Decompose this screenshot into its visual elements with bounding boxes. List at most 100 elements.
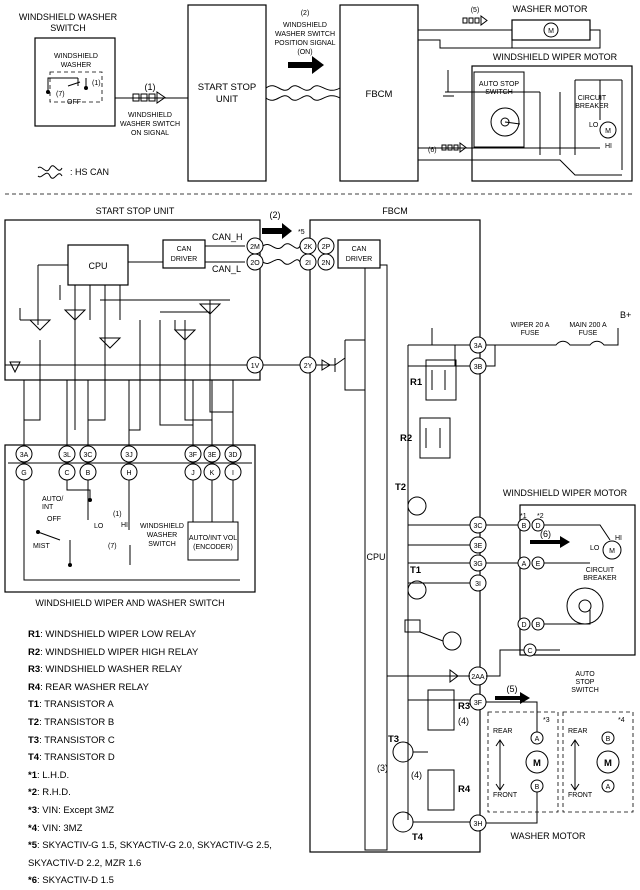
wm-auto-stop-1: AUTO [575, 671, 595, 678]
top-sig2-l4: (ON) [297, 49, 312, 56]
top-hs-can-legend: : HS CAN [37, 165, 109, 179]
svg-text:M: M [609, 548, 615, 555]
ssu-can-driver-1: CAN [177, 246, 192, 253]
t1-label: T1 [410, 565, 422, 576]
power-feed: WIPER 20 A FUSE MAIN 200 A FUSE B+ [486, 310, 631, 367]
sig4b-label: (4) [411, 770, 422, 780]
top-washer-inner-2: WASHER [61, 62, 91, 69]
legend-key: *2 [28, 787, 37, 799]
top-signal-1: (1) WINDSHIELD WASHER SWITCH ON SIGNAL [115, 82, 188, 137]
sw-auto-int-2: INT [42, 504, 54, 511]
legend-text: : VIN: 3MZ [36, 822, 83, 834]
sw-pin-3a: 3A [20, 452, 29, 459]
pin-3i-label: 3I [475, 581, 481, 588]
top-washer-switch: WINDSHIELD WASHER SWITCH WINDSHIELD WASH… [19, 12, 118, 127]
legend-key: *6 [28, 875, 37, 887]
sw-encoder-1: AUTO/INT VOL [189, 535, 237, 542]
wm-conn-d1: D [535, 523, 540, 530]
legend-text: : VIN: Except 3MZ [36, 804, 115, 816]
legend-row: *5: SKYACTIV-G 1.5, SKYACTIV-G 2.0, SKYA… [28, 837, 358, 855]
legend-key: T1 [28, 699, 40, 711]
sw-pin-h: H [126, 470, 131, 477]
sw-pin-3f: 3F [189, 452, 197, 459]
wm-conn-b1: B [522, 523, 527, 530]
legend-text: : WINDSHIELD WIPER HIGH RELAY [40, 646, 199, 658]
wash-front-2: FRONT [568, 792, 593, 799]
legend-row: *1: L.H.D. [28, 767, 358, 785]
sw-pin-k: K [210, 470, 215, 477]
legend-row: R2: WINDSHIELD WIPER HIGH RELAY [28, 644, 358, 662]
top-sig5-num: (5) [471, 7, 480, 14]
bottom-wiper-motor-title: WINDSHIELD WIPER MOTOR [503, 488, 628, 498]
legend-text: : REAR WASHER RELAY [40, 681, 149, 693]
top-auto-stop-1: AUTO STOP [479, 81, 520, 88]
r2-label: R2 [400, 433, 412, 444]
wm-auto-stop-2: STOP [576, 679, 595, 686]
top-sig2-l1: WINDSHIELD [283, 22, 327, 29]
legend-text: : TRANSISTOR B [39, 716, 115, 728]
main-fuse-1: MAIN 200 A [569, 322, 607, 329]
switch-bottom-pins: G C B H J K I [15, 463, 242, 481]
top-lo: LO [589, 122, 599, 129]
top-ssu-label-1: START STOP [198, 82, 256, 93]
legend-row: T4: TRANSISTOR D [28, 749, 358, 767]
r4-label: R4 [458, 784, 471, 795]
top-wiper-motor-title: WINDSHIELD WIPER MOTOR [493, 52, 618, 62]
legend-text: : SKYACTIV-G 1.5, SKYACTIV-G 2.0, SKYACT… [36, 840, 272, 852]
top-washer-switch-title-2: SWITCH [50, 23, 86, 33]
legend-row: *6: SKYACTIV-D 1.5 [28, 872, 358, 890]
wm-conn-b2: B [536, 622, 541, 629]
legend-row: R3: WINDSHIELD WASHER RELAY [28, 661, 358, 679]
pin-3a-label: 3A [474, 343, 483, 350]
wash-star3: *3 [543, 717, 550, 724]
sw-hi: HI [121, 522, 128, 529]
top-off-label: OFF [67, 99, 81, 106]
legend-key: R4 [28, 681, 41, 693]
sw-pin-3d: 3D [229, 452, 238, 459]
wash-b2: B [606, 736, 611, 743]
legend-text: : WINDSHIELD WIPER LOW RELAY [40, 629, 197, 640]
top-sig2-num: (2) [301, 10, 310, 17]
top-ssu-label-2: UNIT [216, 94, 238, 105]
legend-key: *4 [28, 822, 37, 834]
sw-pin-b: B [86, 470, 91, 477]
legend-text: : L.H.D. [36, 769, 70, 781]
wm-star2: *2 [537, 513, 544, 520]
top-sw-7: (7) [56, 91, 65, 98]
wm-sig6: (6) [540, 529, 551, 539]
legend-row: *3: VIN: Except 3MZ [28, 802, 358, 820]
legend-key: T2 [28, 716, 40, 728]
wiring-diagram: WINDSHIELD WASHER SWITCH WINDSHIELD WASH… [4, 4, 636, 853]
main-fuse-2: FUSE [579, 330, 598, 337]
svg-text:M: M [548, 28, 554, 35]
pin-2m-label: 2M [250, 244, 260, 251]
top-cb-1: CIRCUIT [578, 95, 607, 102]
wash-rear-1: REAR [493, 728, 512, 735]
top-washer-switch-title-1: WINDSHIELD WASHER [19, 12, 118, 22]
sw-washer-3: SWITCH [148, 541, 176, 548]
pin-2aa-label: 2AA [471, 674, 485, 681]
sw-pin-3e: 3E [208, 452, 217, 459]
wash-star4: *4 [618, 717, 625, 724]
top-sw-1: (1) [92, 80, 101, 87]
svg-text:M: M [605, 128, 611, 135]
legend-key: R1 [28, 629, 41, 640]
legend-key: T3 [28, 734, 40, 746]
wm-lo: LO [590, 545, 600, 552]
sw-7: (7) [108, 543, 117, 550]
sw-mist: MIST [33, 543, 50, 550]
legend-key: R2 [28, 646, 41, 658]
legend-row: *4: VIN: 3MZ [28, 820, 358, 838]
fbcm-can-driver-1: CAN [352, 246, 367, 253]
bottom-wiper-motor: WINDSHIELD WIPER MOTOR *1 *2 B D A E D B… [486, 488, 636, 694]
sw-pin-3c: 3C [84, 452, 93, 459]
legend-text: SKYACTIV-D 2.2, MZR 1.6 [28, 857, 142, 869]
top-start-stop-unit: START STOP UNIT [187, 4, 267, 182]
fbcm-can-driver-2: DRIVER [346, 256, 372, 263]
switch-title: WINDSHIELD WIPER AND WASHER SWITCH [35, 598, 224, 608]
wm-star1: *1 [520, 513, 527, 520]
wm-sig5: (5) [507, 684, 518, 694]
legend-row: T2: TRANSISTOR B [28, 714, 358, 732]
bplus-label: B+ [620, 310, 631, 320]
legend-text: : WINDSHIELD WASHER RELAY [40, 664, 183, 676]
